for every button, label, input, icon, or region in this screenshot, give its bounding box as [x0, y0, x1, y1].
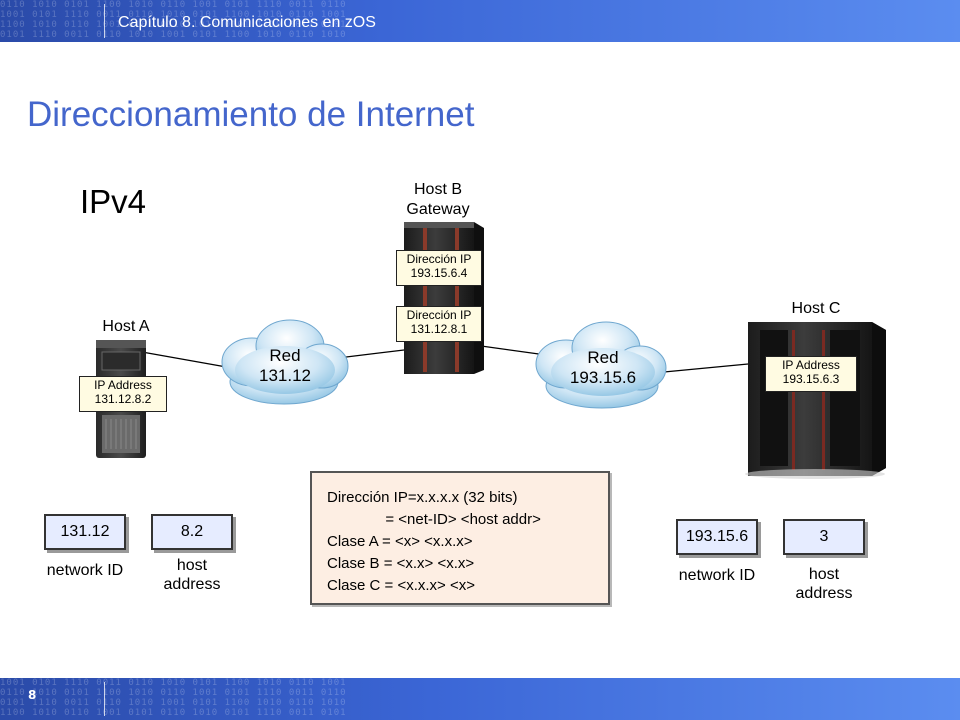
- host-b-ip-box-2: Dirección IP 131.12.8.1: [396, 306, 482, 342]
- chapter-title: Capítulo 8. Comunicaciones en zOS: [118, 14, 376, 31]
- host-c-ip-box: IP Address 193.15.6.3: [765, 356, 857, 392]
- address-word: address: [795, 585, 853, 602]
- host-b-server-icon: [404, 222, 484, 374]
- link-red1-hostb: [337, 349, 405, 359]
- host-word: host: [176, 557, 208, 574]
- ipv4-heading: IPv4: [80, 183, 147, 220]
- info-line-4: Clase B = <x.x> <x.x>: [327, 555, 475, 572]
- host-c-label: Host C: [791, 300, 841, 317]
- ip-value: 193.15.6.4: [410, 266, 468, 280]
- ip-label: Dirección IP: [406, 308, 472, 322]
- info-line-1: Dirección IP=x.x.x.x (32 bits): [327, 489, 518, 506]
- host-b-ip-box-1: Dirección IP 193.15.6.4: [396, 250, 482, 286]
- network-id-box-left: 131.12: [44, 514, 126, 550]
- host-b-role: Gateway: [406, 201, 470, 218]
- cloud-red-131-12: [221, 319, 349, 405]
- network-id-label-right: network ID: [678, 567, 756, 584]
- host-address-label-right: host address: [772, 565, 876, 603]
- host-a-ip-box: IP Address 131.12.8.2: [79, 376, 167, 412]
- address-word: address: [163, 576, 221, 593]
- host-b-name: Host B: [413, 181, 462, 198]
- header-bar: 0110 1010 0101 1100 1010 0110 1001 0101 …: [0, 0, 960, 42]
- host-address-box-right: 3: [783, 519, 865, 555]
- page-number: 8: [28, 688, 37, 702]
- link-hostb-red2: [473, 344, 547, 356]
- network-id-label-left: network ID: [46, 562, 124, 579]
- cloud-red-193-15-6: [535, 321, 667, 409]
- host-word: host: [808, 566, 840, 583]
- host-a-label: Host A: [102, 318, 150, 335]
- host-address-box-left: 8.2: [151, 514, 233, 550]
- cloud-2-label: Red 193.15.6: [555, 348, 651, 388]
- ip-value: 131.12.8.1: [410, 322, 468, 336]
- network-id-box-right: 193.15.6: [676, 519, 758, 555]
- ip-label: Dirección IP: [406, 252, 472, 266]
- link-red2-hostc: [663, 363, 749, 373]
- host-c-mainframe-icon: [745, 322, 886, 479]
- connection-lines: [141, 344, 749, 373]
- footer-divider: [104, 682, 105, 716]
- header-divider: [104, 4, 105, 38]
- ip-value: 193.15.6.3: [782, 372, 840, 386]
- cloud-1-label: Red 131.12: [240, 346, 330, 386]
- info-line-2: = <net-ID> <host addr>: [327, 511, 541, 528]
- footer-bar: 1001 0101 1110 0011 0110 1010 0101 1100 …: [0, 678, 960, 720]
- network-address: 193.15.6: [569, 368, 637, 387]
- binary-pattern-decoration: 0110 1010 0101 1100 1010 0110 1001 0101 …: [0, 0, 347, 40]
- network-address: 131.12: [259, 366, 311, 385]
- ip-label: IP Address: [94, 378, 152, 392]
- network-name: Red: [269, 346, 301, 365]
- info-line-3: Clase A = <x> <x.x.x>: [327, 533, 473, 550]
- binary-pattern-decoration: 1001 0101 1110 0011 0110 1010 0101 1100 …: [0, 678, 347, 718]
- ip-class-info-box: Dirección IP=x.x.x.x (32 bits) = <net-ID…: [310, 471, 610, 605]
- ip-label: IP Address: [782, 358, 840, 372]
- ip-value: 131.12.8.2: [94, 392, 152, 406]
- info-line-5: Clase C = <x.x.x> <x>: [327, 577, 475, 594]
- slide-title: Direccionamiento de Internet: [27, 95, 475, 134]
- link-hosta-red1: [141, 351, 233, 369]
- host-address-label-left: host address: [140, 556, 244, 594]
- network-name: Red: [587, 348, 619, 367]
- host-b-label: Host B Gateway: [392, 180, 484, 220]
